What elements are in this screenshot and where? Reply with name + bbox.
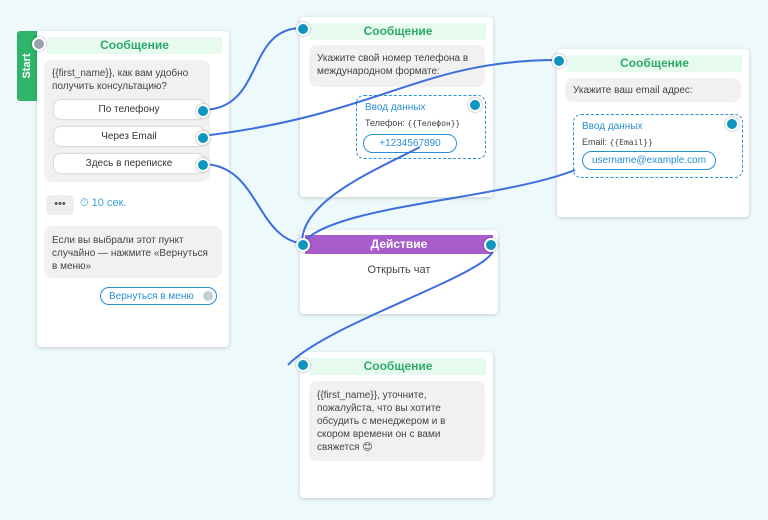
input-title: Ввод данных [582, 121, 643, 132]
option-label: По телефону [98, 104, 160, 115]
message-bubble: Укажите ваш email адрес: [565, 78, 741, 102]
typing-timer: ⏱ 10 сек. [80, 197, 126, 210]
node-title: Сообщение [310, 358, 486, 375]
input-label: Email: [582, 137, 608, 147]
email-node-input-port[interactable] [552, 54, 566, 68]
back-to-menu-button[interactable]: Вернуться в меню [100, 287, 217, 305]
input-variable-name: {{Телефон}} [407, 119, 461, 128]
input-variable: Email: {{Email}} [582, 137, 653, 147]
start-tag: Start [17, 31, 37, 101]
input-variable: Телефон: {{Телефон}} [365, 118, 460, 128]
email-sample-value: username@example.com [582, 151, 716, 170]
message-text: {{first_name}}, уточните, пожалуйста, чт… [317, 389, 467, 454]
message-bubble: Укажите свой номер телефона в международ… [309, 45, 485, 87]
message-text: Укажите свой номер телефона в международ… [317, 53, 469, 77]
clarify-node-input-port[interactable] [296, 358, 310, 372]
note-bubble: Если вы выбрали этот пункт случайно — на… [44, 226, 222, 278]
message-bubble: {{first_name}}, уточните, пожалуйста, чт… [309, 381, 485, 461]
action-title: Действие [305, 235, 493, 254]
option-phone[interactable]: По телефону [54, 100, 204, 119]
option-phone-port[interactable] [196, 104, 210, 118]
option-chat[interactable]: Здесь в переписке [54, 154, 204, 173]
action-output-port[interactable] [484, 238, 498, 252]
option-email[interactable]: Через Email [54, 127, 204, 146]
node-title: Сообщение [567, 55, 742, 72]
message-text: Укажите ваш email адрес: [573, 85, 693, 96]
email-input-block[interactable]: Ввод данных Email: {{Email}} username@ex… [573, 114, 743, 178]
typing-dots-icon: ••• [46, 195, 74, 215]
phone-input-block[interactable]: Ввод данных Телефон: {{Телефон}} +123456… [356, 95, 486, 159]
phone-node-input-port[interactable] [296, 22, 310, 36]
toggle-knob[interactable] [203, 291, 213, 301]
action-input-port[interactable] [296, 238, 310, 252]
option-chat-port[interactable] [196, 158, 210, 172]
option-label: Здесь в переписке [85, 158, 173, 169]
option-label: Через Email [101, 131, 157, 142]
action-text: Открыть чат [367, 264, 431, 276]
timer-value: 10 сек. [91, 197, 127, 209]
email-input-port[interactable] [725, 117, 739, 131]
message-text-body: {{first_name}}, уточните, пожалуйста, чт… [317, 390, 446, 453]
message-text: {{first_name}}, как вам удобно получить … [52, 68, 189, 92]
start-label: Start [21, 53, 33, 79]
phone-input-port[interactable] [468, 98, 482, 112]
start-node-input-port[interactable] [32, 37, 46, 51]
back-to-menu-label: Вернуться в меню [109, 291, 194, 302]
node-title: Сообщение [310, 23, 486, 40]
phone-sample-value: +1234567890 [363, 134, 457, 153]
smiling-face-icon: 😊 [362, 442, 373, 453]
node-title: Сообщение [47, 37, 222, 54]
option-email-port[interactable] [196, 131, 210, 145]
input-label: Телефон: [365, 118, 405, 128]
input-variable-name: {{Email}} [609, 138, 653, 147]
input-title: Ввод данных [365, 102, 426, 113]
stopwatch-icon: ⏱ [80, 197, 89, 209]
note-text: Если вы выбрали этот пункт случайно — на… [52, 235, 208, 272]
